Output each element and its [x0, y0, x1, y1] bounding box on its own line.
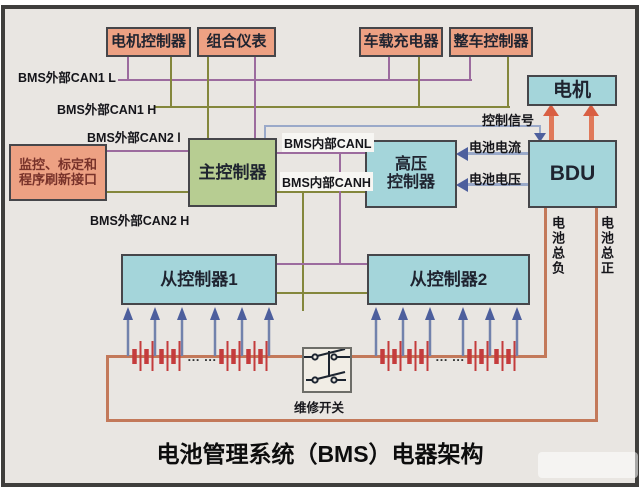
- wire-motor-power-1: [549, 114, 554, 140]
- motor-power-arrowhead-2: [583, 104, 599, 116]
- label-service-switch: 维修开关: [294, 401, 345, 415]
- battery-voltage-arrowhead: [456, 178, 468, 192]
- node-main-controller: 主控制器: [188, 138, 277, 207]
- watermark-patch: [538, 452, 638, 478]
- wire-drop-motorctrl-h: [170, 56, 172, 107]
- service-switch-icon: [304, 348, 350, 384]
- label-can2-h: BMS外部CAN2 H: [90, 214, 190, 228]
- node-bdu: BDU: [528, 140, 617, 208]
- wire-drop-instrument-l: [254, 56, 256, 139]
- service-switch-box: [302, 347, 352, 393]
- wire-battery-current: [466, 152, 528, 155]
- diagram-title: 电池管理系统（BMS）电器架构: [156, 441, 484, 467]
- wire-loop-bottom: [106, 419, 598, 422]
- wire-can1-h: [155, 106, 510, 108]
- sense-arrow-heads: [371, 307, 522, 320]
- node-instrument-cluster: 组合仪表: [197, 27, 276, 57]
- sense-arrow-shafts: [126, 318, 271, 356]
- label-can2-l: BMS外部CAN2 l: [87, 131, 181, 145]
- sense-arrow-shafts: [374, 318, 519, 356]
- wire-int-canh: [277, 191, 365, 193]
- wire-can2-l: [107, 150, 188, 152]
- control-signal-arrowhead: [534, 133, 546, 142]
- label-can1-h: BMS外部CAN1 H: [57, 103, 157, 117]
- battery-ellipsis: … …: [187, 349, 217, 364]
- label-battery-pos: 电池总正: [599, 216, 614, 276]
- node-onboard-charger: 车载充电器: [359, 27, 443, 57]
- wire-int-canl: [277, 152, 365, 154]
- label-battery-neg: 电池总负: [550, 216, 565, 276]
- wire-battery-neg: [544, 208, 547, 358]
- label-int-canl: BMS内部CANL: [282, 133, 374, 152]
- label-battery-voltage: 电池电压: [469, 172, 522, 187]
- battery-group-1: … …: [123, 307, 274, 371]
- wire-drop-vcu-h: [507, 56, 509, 107]
- label-battery-current: 电池电流: [469, 140, 522, 155]
- motor-power-arrowhead-1: [543, 104, 559, 116]
- wire-control-signal-end: [539, 125, 541, 135]
- label-int-canh: BMS内部CANH: [280, 172, 373, 191]
- wire-motor-power-2: [589, 114, 594, 140]
- wire-loop-left: [106, 355, 109, 422]
- hv-controller-line1: 高压: [394, 155, 427, 173]
- wire-int-canl-branch: [277, 263, 368, 265]
- node-hv-controller: 高压 控制器: [365, 140, 457, 208]
- node-motor: 电机: [527, 75, 617, 106]
- wire-int-canh-branch: [277, 292, 368, 294]
- node-slave-controller-1: 从控制器1: [121, 254, 277, 305]
- node-vehicle-controller: 整车控制器: [449, 27, 533, 57]
- wire-drop-charger-l: [388, 56, 390, 80]
- wire-battery-voltage: [466, 183, 528, 186]
- wire-drop-charger-h: [418, 56, 420, 107]
- node-slave-controller-2: 从控制器2: [367, 254, 530, 305]
- battery-ellipsis: … …: [435, 349, 465, 364]
- wire-control-signal-start: [264, 126, 266, 139]
- wire-battery-pos: [595, 208, 598, 422]
- battery-cells: [132, 341, 268, 371]
- battery-current-arrowhead: [456, 147, 468, 161]
- wire-int-canl-drop: [339, 152, 341, 265]
- label-control-signal: 控制信号: [482, 113, 535, 128]
- wire-int-canh-drop: [302, 191, 304, 311]
- hv-controller-line2: 控制器: [386, 174, 435, 191]
- wire-can1-l: [118, 79, 472, 81]
- wire-can2-h: [107, 191, 188, 193]
- wire-drop-vcu-l: [469, 56, 471, 80]
- wire-drop-motorctrl-l: [127, 56, 129, 80]
- monitor-interface-line1: 监控、标定和: [18, 156, 97, 172]
- node-motor-controller: 电机控制器: [106, 27, 191, 57]
- battery-cells: [380, 341, 516, 371]
- label-can1-l: BMS外部CAN1 L: [18, 71, 116, 85]
- wire-control-signal: [264, 125, 541, 127]
- wire-drop-instrument-h: [207, 56, 209, 139]
- sense-arrow-heads: [123, 307, 274, 320]
- node-monitor-interface: 监控、标定和 程序刷新接口: [9, 144, 107, 201]
- battery-group-2: … …: [371, 307, 522, 371]
- monitor-interface-line2: 程序刷新接口: [18, 171, 97, 187]
